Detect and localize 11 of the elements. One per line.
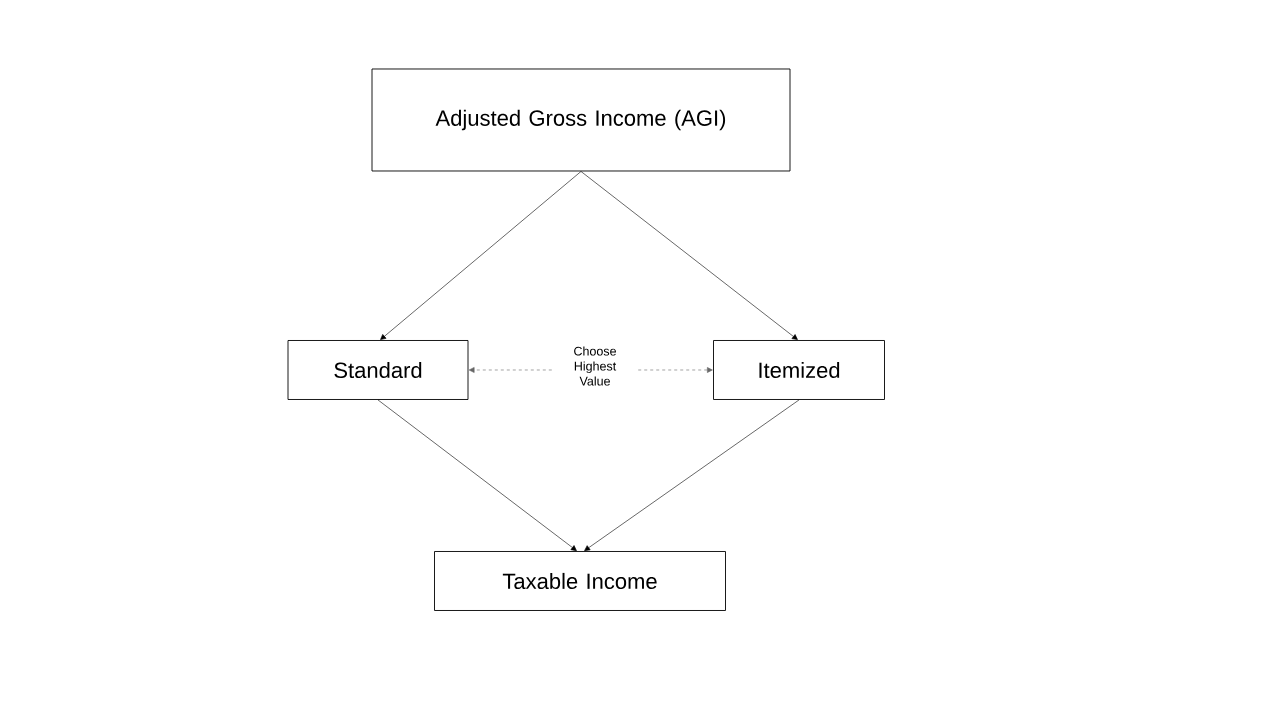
arrow: [380, 171, 582, 340]
arrow: [580, 171, 798, 340]
arrow: [584, 399, 800, 551]
process-box: Itemized: [713, 340, 885, 400]
note-text: Choose Highest Value: [574, 346, 617, 386]
process-box: Taxable Income: [434, 551, 726, 611]
arrow: [637, 367, 713, 373]
arrow: [468, 367, 553, 373]
process-box: Adjusted Gross Income (AGI): [371, 68, 791, 172]
arrow: [377, 399, 577, 551]
process-box: Standard: [287, 340, 469, 400]
